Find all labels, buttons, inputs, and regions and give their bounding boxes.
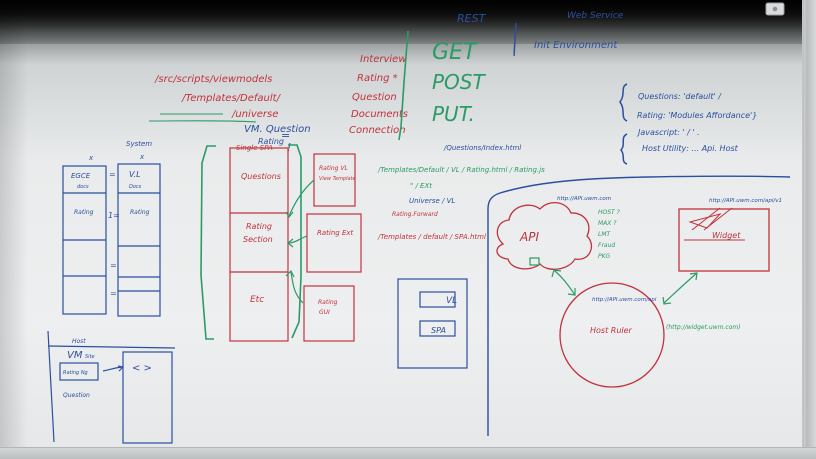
left-column-header: EGCE: [71, 172, 91, 180]
code-glyph: < >: [132, 363, 152, 374]
label-question: Question: [352, 92, 397, 103]
host-ruler-title: Host Ruler: [590, 326, 633, 335]
label-connection: Connection: [349, 125, 406, 136]
path-viewmodels: /src/scripts/viewmodels: [154, 74, 272, 85]
path-templates-default: /Templates/Default/: [181, 93, 282, 104]
host-label: Host: [72, 338, 86, 345]
svg-text:!: !: [287, 141, 291, 154]
host-feature-max: MAX ?: [598, 220, 617, 227]
host-feature-host: HOST ?: [598, 209, 621, 216]
label-documents: Documents: [351, 109, 408, 120]
widget-box: [678, 208, 770, 272]
code-line-javascript: Javascript: ' / ' .: [636, 128, 700, 137]
cloud-label: API: [519, 230, 539, 244]
template-path-ext: " / EXt: [410, 182, 432, 190]
whiteboard-right-frame: [802, 0, 816, 459]
vm-question-label: VM. Question: [244, 124, 311, 135]
http-get: GET: [432, 40, 478, 65]
template-path-questions: /Questions/Index.html: [443, 144, 521, 152]
web-service-heading: Web Service: [567, 11, 624, 21]
whiteboard-bottom-frame: [0, 447, 816, 459]
cloud-url: http://API.uwm.com: [557, 196, 611, 202]
section-etc: Etc: [250, 295, 264, 305]
template-path-universe: Universe / VL: [409, 197, 455, 205]
right-column-heading: System: [126, 140, 152, 148]
left-edge: [0, 0, 28, 459]
rating-vl-subtitle: View Template: [319, 176, 356, 182]
socket-hole-icon: [772, 6, 778, 12]
right-column-header: V.L: [129, 170, 141, 179]
section-section: Section: [243, 235, 273, 244]
rating-gui-title: Rating: [318, 299, 338, 306]
left-column-subheader: docs: [77, 184, 89, 190]
host-ruler-circle: [559, 282, 665, 388]
svg-text:=: =: [281, 129, 290, 142]
label-interview: Interview: [360, 54, 407, 65]
template-path-forward: Rating.Forward: [392, 211, 438, 218]
host-feature-fraud: Fraud: [598, 242, 615, 249]
svg-text:=: =: [109, 170, 116, 179]
vm-label: VM: [67, 350, 83, 361]
left-column-rating: Rating: [74, 209, 94, 216]
rating-box-label: Rating Ng: [63, 370, 88, 376]
widget-url: http://API.uwm.com/api/v1: [709, 198, 782, 204]
vm-sub-label: Site: [85, 354, 95, 360]
path-universe: /universe: [231, 109, 278, 120]
widget-label: Widget: [712, 231, 741, 240]
svg-text:=: =: [110, 289, 117, 298]
http-post: POST: [432, 70, 486, 94]
section-rating: Rating: [246, 222, 272, 231]
template-path-rating: /Templates/Default / VL / Rating.html / …: [377, 166, 545, 174]
right-column-marker: x: [139, 153, 145, 161]
rest-label: REST: [457, 12, 487, 25]
rating-ext-title: Rating Ext: [317, 229, 354, 237]
host-url-right: (http://widget.uwm.com): [666, 324, 740, 331]
code-line-questions: Questions: 'default' /: [638, 92, 722, 101]
label-rating: Rating *: [357, 73, 398, 84]
vm-rating-label: Rating: [258, 137, 284, 146]
rating-vl-title: Rating VL: [319, 165, 348, 172]
init-environment-label: Init Environment: [534, 40, 618, 51]
svg-text:1=: 1=: [108, 211, 120, 220]
rating-gui-subtitle: GUI: [319, 309, 330, 316]
right-column-subheader: Docs: [129, 184, 142, 190]
right-column-rating: Rating: [130, 209, 150, 216]
code-line-rating: Rating: 'Modules Affordance'}: [637, 111, 757, 120]
host-url-top: http://API.uwm.com/api: [592, 297, 657, 303]
svg-text:=: =: [110, 261, 117, 270]
http-put: PUT.: [432, 102, 475, 126]
api-box-icon: [529, 257, 540, 266]
host-feature-lmt: LMT: [598, 231, 612, 238]
section-questions: Questions: [241, 172, 281, 181]
frame-label-spa: SPA: [431, 326, 446, 335]
left-column-marker: x: [88, 154, 94, 162]
template-path-spa: /Templates / default / SPA.html: [377, 233, 486, 241]
host-feature-pkg: PKG: [598, 253, 611, 260]
frame-label-vl: VL: [446, 296, 457, 306]
question-label: Question: [63, 392, 90, 399]
code-line-host-utility: Host Utility: ... Api. Host: [642, 144, 739, 153]
